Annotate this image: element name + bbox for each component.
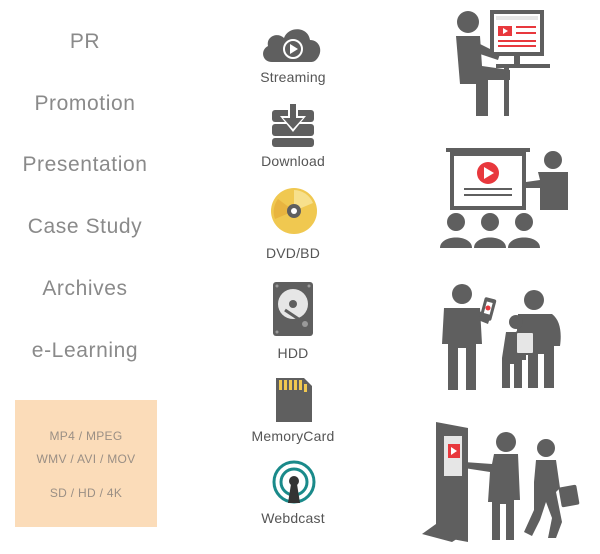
media-label-hdd: HDD bbox=[277, 345, 309, 361]
use-promotion: Promotion bbox=[34, 92, 136, 115]
media-label-dvd: DVD/BD bbox=[265, 245, 321, 261]
sd-card-icon bbox=[276, 378, 312, 422]
media-label-download: Download bbox=[261, 153, 325, 169]
use-presentation: Presentation bbox=[22, 153, 148, 176]
media-label-webcast: Webdcast bbox=[261, 510, 325, 526]
cloud-play-icon bbox=[263, 29, 321, 62]
use-e-learning: e-Learning bbox=[31, 339, 139, 362]
format-codecs: WMV / AVI / MOV bbox=[36, 452, 136, 466]
format-box: MP4 / MPEG WMV / AVI / MOV SD / HD / 4K bbox=[15, 400, 157, 527]
format-containers: MP4 / MPEG bbox=[49, 429, 123, 443]
disc-icon bbox=[271, 188, 317, 234]
use-case-study: Case Study bbox=[27, 215, 143, 238]
hard-drive-icon bbox=[273, 282, 313, 336]
broadcast-icon bbox=[272, 460, 316, 504]
format-resolutions: SD / HD / 4K bbox=[49, 486, 123, 500]
media-label-streaming: Streaming bbox=[260, 69, 326, 85]
use-pr: PR bbox=[69, 30, 101, 53]
people-with-devices-icon bbox=[442, 284, 561, 390]
presentation-audience-icon bbox=[440, 148, 568, 248]
media-label-memorycard: MemoryCard bbox=[251, 428, 335, 444]
person-at-computer-icon bbox=[456, 10, 550, 116]
use-archives: Archives bbox=[42, 277, 128, 300]
download-tray-icon bbox=[272, 102, 314, 147]
kiosk-visitors-icon bbox=[422, 422, 580, 542]
